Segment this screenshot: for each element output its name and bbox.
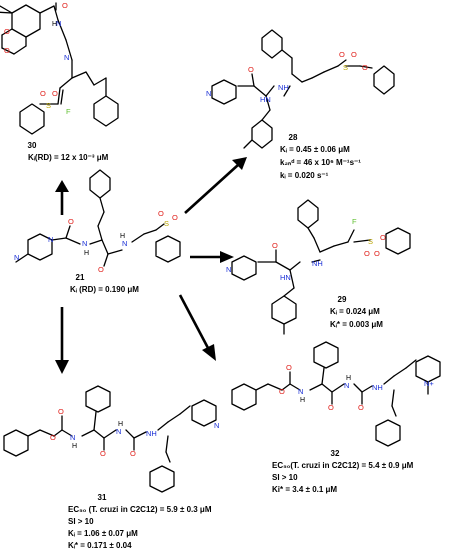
structure-28: S O O O O N NH HN: [206, 29, 395, 149]
svg-text:O: O: [50, 433, 56, 442]
svg-text:HN: HN: [260, 95, 271, 104]
compound-32-prop-2: SI > 10: [272, 473, 298, 482]
svg-text:N: N: [70, 433, 75, 442]
svg-text:O: O: [358, 403, 364, 412]
compound-id-29: 29: [338, 295, 347, 304]
svg-text:H: H: [346, 375, 351, 382]
svg-text:N: N: [122, 239, 127, 248]
svg-text:O: O: [351, 50, 357, 59]
svg-text:H: H: [72, 443, 77, 450]
svg-text:O: O: [98, 265, 104, 274]
svg-text:O: O: [4, 27, 10, 36]
compound-id-31: 31: [98, 493, 107, 502]
compound-32-prop-3: Ki* = 3.4 ± 0.1 μM: [272, 485, 337, 494]
compound-31-prop-4: Kᵢ* = 0.171 ± 0.04: [68, 541, 132, 550]
structure-30: O O O H N N S O O F: [0, 1, 119, 135]
svg-text:O: O: [364, 249, 370, 258]
svg-text:O: O: [279, 387, 285, 396]
arrow-to-32: [178, 294, 216, 361]
svg-text:S: S: [343, 63, 348, 72]
arrow-to-30: [55, 180, 69, 215]
svg-text:O: O: [58, 407, 64, 416]
svg-text:N: N: [48, 235, 53, 244]
compound-29-prop-1: Kᵢ = 0.024 μM: [330, 307, 380, 316]
compound-id-30: 30: [28, 141, 37, 150]
compound-31-prop-2: SI > 10: [68, 517, 94, 526]
svg-text:HN: HN: [280, 273, 291, 282]
structure-21: N N O N H O N H S O O: [14, 169, 181, 274]
svg-text:NH: NH: [312, 259, 323, 268]
svg-text:S: S: [46, 101, 51, 110]
svg-text:O: O: [52, 89, 58, 98]
svg-text:O: O: [130, 449, 136, 458]
svg-text:O: O: [374, 249, 380, 258]
structure-29: F S O O O O N NH HN: [226, 199, 411, 335]
svg-text:S: S: [164, 219, 169, 228]
compound-32-prop-1: EC₅₀(T. cruzi in C2C12) = 5.4 ± 0.9 μM: [272, 461, 414, 470]
structure-31: O O N H O N H O NH N: [3, 385, 219, 493]
svg-text:N: N: [206, 89, 211, 98]
structure-32: O O N H O N H O NH N+: [231, 341, 441, 447]
svg-text:O: O: [272, 241, 278, 250]
svg-text:N: N: [14, 253, 19, 262]
svg-text:S: S: [368, 237, 373, 246]
compound-28-prop-1: Kᵢ = 0.45 ± 0.06 μM: [280, 145, 350, 154]
svg-text:H: H: [120, 233, 125, 240]
svg-text:O: O: [4, 46, 10, 55]
compound-31-prop-1: EC₅₀ (T. cruzi in C2C12) = 5.9 ± 0.3 μM: [68, 505, 212, 514]
compound-21-prop-1: Kᵢ (RD) = 0.190 μM: [70, 285, 139, 294]
compound-id-21: 21: [76, 273, 85, 282]
svg-text:H: H: [52, 21, 57, 28]
compound-28-prop-2: k₂ₙᵈ = 46 x 10⁶ M⁻¹s⁻¹: [280, 158, 361, 167]
svg-text:O: O: [158, 209, 164, 218]
compound-id-32: 32: [331, 449, 340, 458]
svg-text:O: O: [328, 403, 334, 412]
svg-text:N: N: [56, 19, 61, 28]
svg-text:N: N: [116, 427, 121, 436]
compound-id-28: 28: [289, 133, 298, 142]
svg-text:N: N: [64, 53, 69, 62]
svg-text:NH: NH: [278, 83, 289, 92]
svg-text:O: O: [68, 217, 74, 226]
svg-text:H: H: [300, 397, 305, 404]
svg-text:H: H: [118, 421, 123, 428]
svg-text:O: O: [172, 213, 178, 222]
svg-text:O: O: [339, 50, 345, 59]
svg-text:NH: NH: [146, 429, 157, 438]
svg-text:O: O: [286, 363, 292, 372]
svg-text:N: N: [82, 239, 87, 248]
svg-text:N+: N+: [424, 379, 434, 388]
svg-text:H: H: [84, 250, 89, 257]
svg-text:O: O: [362, 63, 368, 72]
svg-text:O: O: [380, 233, 386, 242]
svg-text:O: O: [100, 449, 106, 458]
compound-29-prop-2: Kᵢ* = 0.003 μM: [330, 320, 383, 329]
svg-text:O: O: [40, 89, 46, 98]
compound-30-prop-1: Kᵢ(RD) = 12 x 10⁻³ μM: [28, 153, 109, 162]
compound-28-prop-3: kᵢ = 0.020 s⁻¹: [280, 171, 329, 180]
svg-text:O: O: [248, 65, 254, 74]
svg-text:F: F: [352, 217, 357, 226]
compound-31-prop-3: Kᵢ = 1.06 ± 0.07 μM: [68, 529, 138, 538]
svg-text:N: N: [226, 265, 231, 274]
svg-text:N: N: [298, 387, 303, 396]
svg-text:N: N: [344, 381, 349, 390]
arrow-to-28: [184, 157, 247, 214]
svg-text:NH: NH: [372, 383, 383, 392]
arrow-to-29: [190, 251, 234, 263]
arrow-to-31: [55, 307, 69, 374]
svg-text:N: N: [214, 421, 219, 430]
svg-text:O: O: [62, 1, 68, 10]
svg-text:F: F: [66, 107, 71, 116]
